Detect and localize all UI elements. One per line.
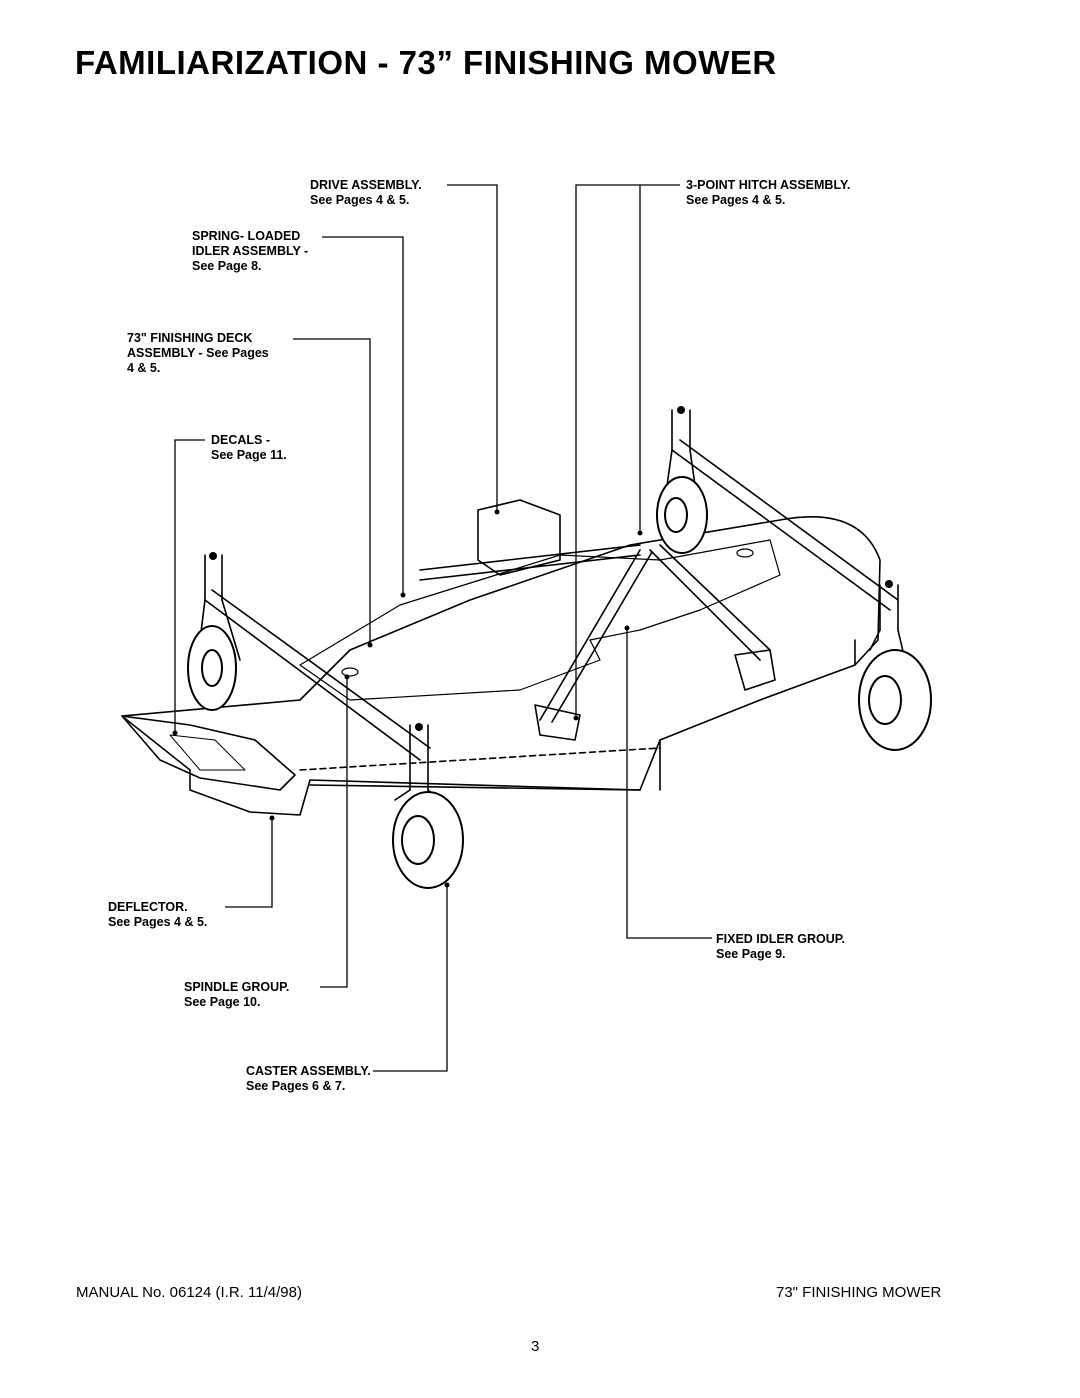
callout-ref: See Page 11. xyxy=(211,448,287,462)
leader-spindle xyxy=(320,677,348,988)
manual-number: MANUAL No. 06124 (I.R. 11/4/98) xyxy=(76,1284,302,1301)
right-beam xyxy=(671,439,899,611)
callout-ref: See Pages 6 & 7. xyxy=(246,1079,346,1093)
left-beam xyxy=(204,589,431,761)
leader-spring xyxy=(322,236,404,595)
callout-spring-loaded-idler: SPRING- LOADED IDLER ASSEMBLY - See Page… xyxy=(192,229,308,274)
callout-ref: See Page 9. xyxy=(716,947,786,961)
callout-name: DECALS - xyxy=(211,433,271,447)
callout-name: DRIVE ASSEMBLY. xyxy=(310,178,422,192)
callout-name: 3-POINT HITCH ASSEMBLY. xyxy=(686,178,851,192)
callout-spindle-group: SPINDLE GROUP. See Page 10. xyxy=(184,980,289,1010)
callout-3-point-hitch: 3-POINT HITCH ASSEMBLY. See Pages 4 & 5. xyxy=(686,178,850,208)
callout-caster-assembly: CASTER ASSEMBLY. See Pages 6 & 7. xyxy=(246,1064,371,1094)
callout-name-line2: IDLER ASSEMBLY - xyxy=(192,244,309,258)
callout-finishing-deck: 73" FINISHING DECK ASSEMBLY - See Pages … xyxy=(127,331,269,376)
callout-decals: DECALS - See Page 11. xyxy=(211,433,287,463)
callout-name-line2: ASSEMBLY - See Pages xyxy=(127,346,269,360)
page-title: FAMILIARIZATION - 73” FINISHING MOWER xyxy=(75,44,777,81)
leader-hitch xyxy=(575,184,680,718)
caster-post-right xyxy=(879,584,899,631)
callout-name: CASTER ASSEMBLY. xyxy=(246,1064,371,1078)
leader-deflector xyxy=(225,818,273,908)
callout-name-line1: SPRING- LOADED xyxy=(192,229,301,243)
page-number: 3 xyxy=(531,1338,540,1355)
caster-post-right-rear xyxy=(671,409,691,451)
callout-name: FIXED IDLER GROUP. xyxy=(716,932,845,946)
callout-name-line1: 73" FINISHING DECK xyxy=(127,331,253,345)
hitch-bar xyxy=(419,544,641,581)
leader-deck xyxy=(293,338,371,645)
callout-ref: See Page 10. xyxy=(184,995,261,1009)
callout-ref: See Pages 4 & 5. xyxy=(108,915,208,929)
callout-deflector: DEFLECTOR. See Pages 4 & 5. xyxy=(108,900,207,930)
deflector-chute xyxy=(121,715,296,791)
leader-decals xyxy=(174,439,205,733)
callout-name: DEFLECTOR. xyxy=(108,900,188,914)
product-name: 73" FINISHING MOWER xyxy=(776,1284,942,1301)
caster-post-front xyxy=(409,724,429,791)
deck-top xyxy=(299,539,781,701)
leader-caster xyxy=(373,885,448,1072)
caster-post-left xyxy=(204,554,223,601)
leader-drive xyxy=(447,184,498,512)
callout-fixed-idler: FIXED IDLER GROUP. See Page 9. xyxy=(716,932,845,962)
callout-drive-assembly: DRIVE ASSEMBLY. See Pages 4 & 5. xyxy=(310,178,422,208)
hitch-arm xyxy=(539,549,653,723)
leader-fixed-idler xyxy=(626,628,712,939)
deck-outline xyxy=(121,516,881,816)
callout-ref: See Page 8. xyxy=(192,259,262,273)
callout-ref: 4 & 5. xyxy=(127,361,161,375)
callout-ref: See Pages 4 & 5. xyxy=(686,193,786,207)
callout-ref: See Pages 4 & 5. xyxy=(310,193,410,207)
callout-name: SPINDLE GROUP. xyxy=(184,980,290,994)
drive-box xyxy=(477,499,561,576)
